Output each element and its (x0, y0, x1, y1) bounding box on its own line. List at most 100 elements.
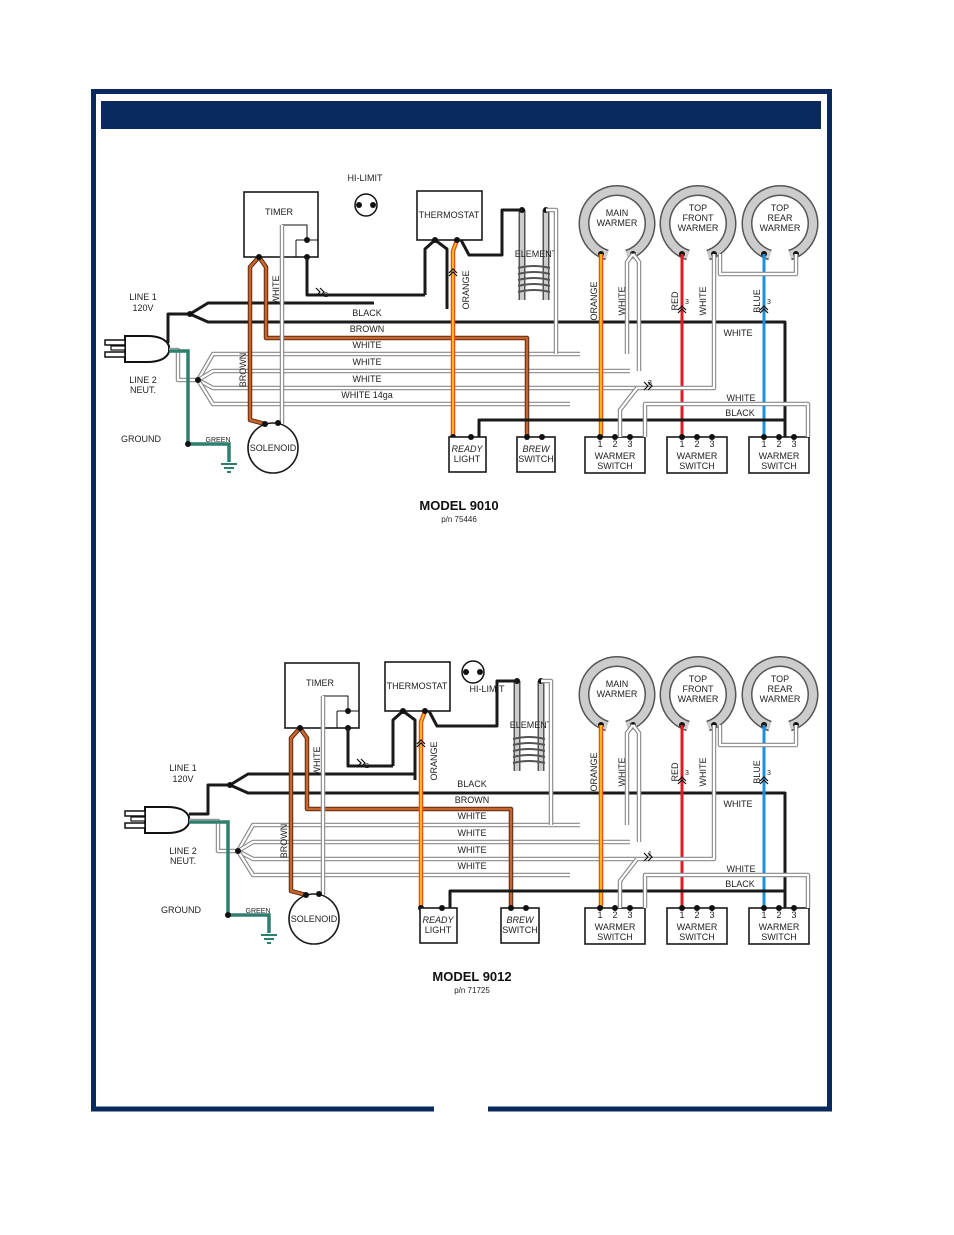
connector-number: 3 (767, 299, 771, 306)
terminal-number: 1 (597, 910, 602, 920)
line2-label: LINE 2 (169, 846, 197, 856)
terminal-dot (316, 891, 322, 897)
bus-label: WHITE (458, 861, 487, 871)
switch-white-return-wire (643, 402, 810, 437)
white-label: WHITE (724, 799, 753, 809)
warmer-wire-a-label: RED (670, 291, 680, 311)
terminal-dot (370, 202, 376, 208)
ready-light-box (419, 907, 458, 944)
connector-icon (315, 287, 325, 297)
orange-wire (420, 710, 426, 908)
terminal-number: 1 (679, 910, 684, 920)
terminal-dot (303, 892, 309, 898)
rear-warmer-jumper-wire (718, 725, 798, 747)
terminal-number: 2 (612, 910, 617, 920)
line2-neutral-label: NEUT. (170, 856, 196, 866)
element-black-wire (459, 208, 522, 257)
connector-icon (356, 758, 366, 768)
lower-white-label: WHITE (727, 864, 756, 874)
terminal-dot (225, 912, 231, 918)
terminal-number: 1 (761, 910, 766, 920)
connector-icon (643, 381, 653, 391)
lower-black-label: BLACK (725, 408, 755, 418)
warmer-name-label: WARMER (760, 694, 801, 704)
terminal-dot (791, 434, 797, 440)
main-warmer-white-wire (624, 723, 642, 842)
warmer-coil-icon (580, 186, 654, 259)
front-warmer-white-wire (640, 254, 716, 390)
plug-body (124, 335, 170, 363)
hi-limit-icon (461, 660, 485, 684)
warmer-wire-a-label: BLUE (752, 289, 762, 313)
terminal-dot (776, 434, 782, 440)
warmer-name-label: WARMER (597, 689, 638, 699)
terminal-dot (761, 434, 767, 440)
white-bus-wire (237, 850, 570, 877)
connector-icon (448, 268, 458, 277)
brown-bus-wire (298, 727, 513, 937)
terminal-dot (679, 434, 685, 440)
warmer-wire-a-label: BLUE (752, 760, 762, 784)
connector-number: 3 (648, 380, 652, 387)
warmer-switch-box (584, 436, 646, 474)
switch-white-wire (617, 857, 639, 908)
timer-label: TIMER (265, 207, 293, 217)
terminal-dot (694, 905, 700, 911)
terminal-number: 3 (627, 910, 632, 920)
plug-prong (130, 816, 146, 822)
main-warmer-white-wire (625, 724, 641, 842)
warmer-name-label: REAR (767, 684, 793, 694)
terminal-dot (524, 434, 530, 440)
terminal-dot (612, 905, 618, 911)
element-white-wire (546, 208, 558, 354)
element-coil (517, 271, 551, 275)
switch-white-return-wire (643, 873, 810, 908)
warmer-wire-b-label: WHITE (698, 758, 708, 787)
terminal-dot (275, 420, 281, 426)
terminal-number: 2 (776, 439, 781, 449)
timer-label: TIMER (306, 678, 334, 688)
bus-label: WHITE (458, 845, 487, 855)
white-bus-wire (196, 368, 630, 382)
ground-label: GROUND (121, 434, 161, 444)
timer-brown-wire (247, 255, 266, 427)
warmer-switch-label: SWITCH (761, 932, 797, 942)
terminal-dot (187, 311, 193, 317)
bus-label: BLACK (352, 308, 382, 318)
warmer-name-label: MAIN (606, 208, 629, 218)
connector-icon (643, 852, 653, 862)
plug-prong (104, 351, 126, 358)
terminal-dot (256, 254, 262, 260)
heating-element-icon (517, 210, 551, 300)
rear-warmer-jumper-wire (717, 725, 799, 748)
plug-prong (124, 822, 146, 829)
terminal-number: 3 (791, 910, 796, 920)
terminal-dot (709, 905, 715, 911)
warmer-coil-icon (743, 186, 817, 259)
warmer-wire-a-label: ORANGE (589, 281, 599, 320)
terminal-dot (439, 905, 445, 911)
bus-label: WHITE 14ga (341, 390, 393, 400)
connector-icon (677, 305, 687, 314)
warmer-wire-a-label: RED (670, 762, 680, 782)
warmer-switch-box (748, 436, 810, 474)
warmer-wire-a-label: ORANGE (589, 752, 599, 791)
white-wire-label: WHITE (271, 276, 281, 305)
connector-icon (759, 776, 769, 785)
brew-label: BREW (507, 915, 536, 925)
warmer-switch-label: WARMER (595, 451, 636, 461)
line1-voltage-label: 120V (172, 774, 193, 784)
switch-black-bus-wire (477, 418, 785, 437)
brown-bus-wire (257, 256, 529, 466)
rear-warmer-jumper-wire (718, 254, 798, 276)
ground-label: GROUND (161, 905, 201, 915)
terminal-dot (627, 434, 633, 440)
bus-label: BROWN (455, 795, 490, 805)
